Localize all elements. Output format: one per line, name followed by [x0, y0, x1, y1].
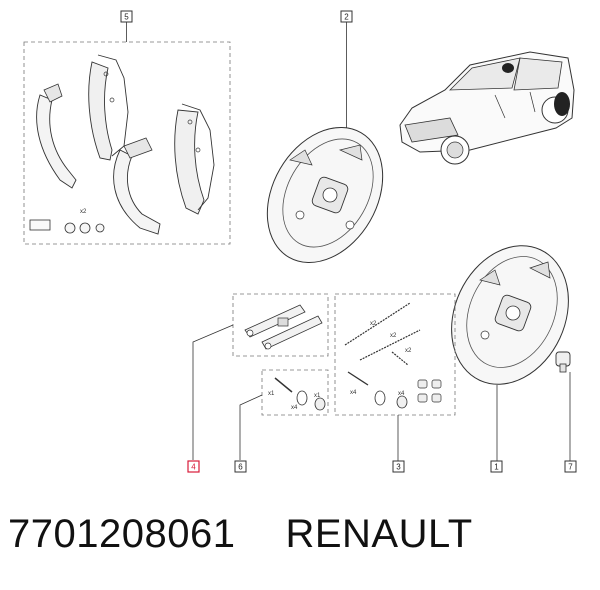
adjuster-group — [232, 293, 329, 357]
qty-spring-top: x2 — [370, 321, 377, 327]
brake-shoe-right — [174, 109, 205, 215]
qty-shoes-pins: x2 — [80, 209, 87, 215]
part-number: 7701208061 — [8, 512, 236, 556]
callout-1-label: 1 — [494, 463, 499, 472]
part-caption: 7701208061 RENAULT — [8, 512, 473, 557]
callout-6-label: 6 — [238, 463, 243, 472]
callout-5-label: 5 — [124, 13, 129, 22]
callout-1: 1 — [490, 385, 503, 473]
pins-group: x1 x4 x1 — [261, 369, 329, 416]
callout-4-label: 4 — [191, 463, 196, 472]
brake-shoe-top — [88, 61, 113, 161]
retaining-cup-2 — [79, 222, 91, 234]
brake-shoe-bottom — [113, 149, 161, 235]
brake-shoes-group: x2 — [23, 41, 231, 245]
backing-plate-bottom — [451, 245, 569, 385]
callout-3-label: 3 — [396, 463, 401, 472]
retaining-cup-1 — [64, 222, 76, 234]
callout-2: 2 — [340, 10, 353, 128]
springs-group: x2 x2 x2 x4 x4 — [334, 293, 456, 416]
qty-pin-left: x1 — [268, 391, 275, 397]
callout-7: 7 — [564, 372, 577, 473]
rear-wheel-highlight — [502, 63, 514, 73]
qty-pin-left2: x4 — [291, 405, 298, 411]
qty-kit3-a: x4 — [350, 390, 357, 396]
vehicle-illustration — [399, 51, 575, 165]
qty-spring-bot: x2 — [405, 348, 412, 354]
bleed-screw — [555, 351, 571, 373]
callout-4: 4 — [187, 324, 234, 473]
callout-7-label: 7 — [568, 463, 573, 472]
qty-kit3-b: x4 — [398, 391, 405, 397]
brand-name: RENAULT — [285, 512, 473, 556]
retaining-cup-3 — [95, 223, 105, 233]
brake-shoe-left — [36, 94, 77, 189]
backing-plate-top — [266, 126, 384, 264]
qty-pin-left3: x1 — [314, 393, 321, 399]
callout-3: 3 — [392, 415, 405, 473]
callout-2-label: 2 — [344, 13, 349, 22]
qty-spring-mid: x2 — [390, 333, 397, 339]
exploded-parts-diagram: 5 x2 2 — [23, 10, 577, 473]
callout-6: 6 — [234, 394, 263, 473]
brake-shoe-clip — [29, 219, 51, 231]
callout-5: 5 — [120, 10, 133, 42]
